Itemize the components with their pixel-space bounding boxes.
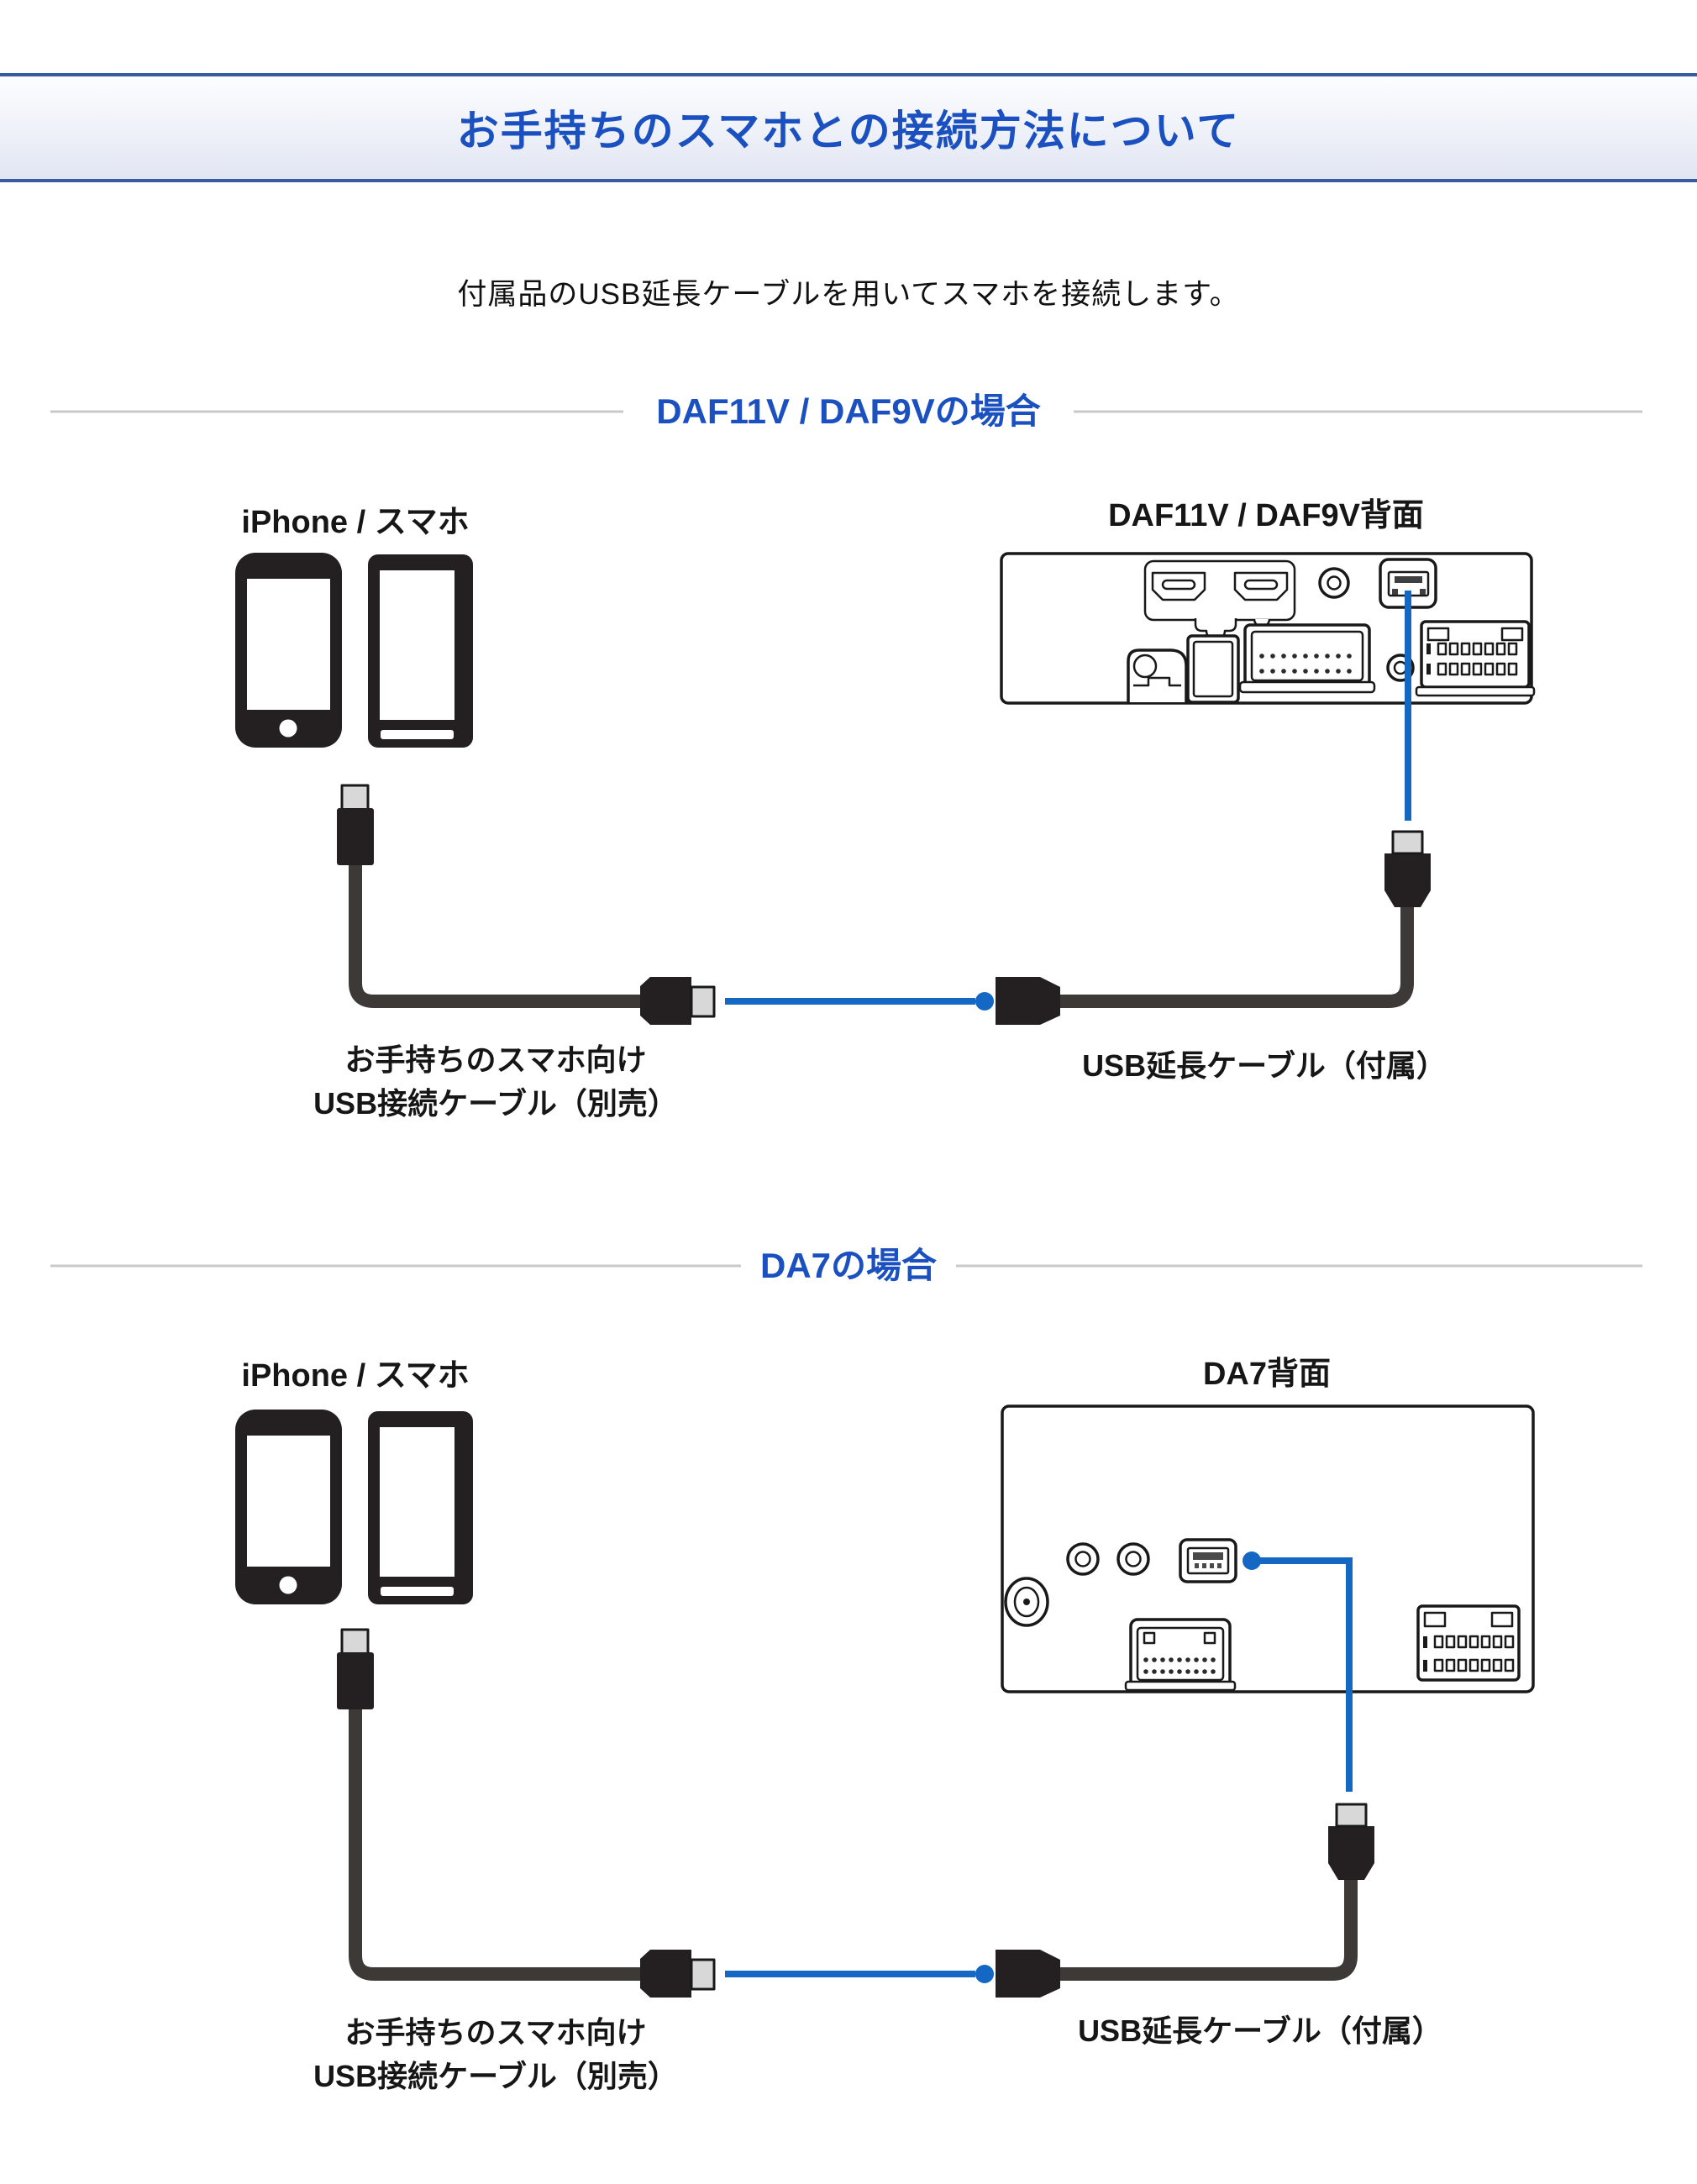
intro-text: 付属品のUSB延長ケーブルを用いてスマホを接続します。 [457,278,1240,311]
usb-c-connector [337,784,374,865]
connection-dot [975,992,994,1011]
rca-jack-pair [1066,1542,1150,1576]
phone-cable-caption-line1: お手持ちのスマホ向け [345,2015,647,2050]
phone-cable-caption-line1: お手持ちのスマホ向け [345,1042,647,1077]
section-da7: DA7の場合 iPhone / スマホ DA7背面 [50,1246,1642,2093]
usb-a-male-connector [640,977,716,1025]
connection-dot-panel [1243,1551,1261,1570]
hdmi-ports [1143,559,1296,642]
section-da7-heading-text: DA7の場合 [760,1246,937,1285]
connection-line-panel [1252,1557,1353,1792]
device-label-da7: iPhone / スマホ [241,1358,469,1394]
phones-daf [235,553,473,748]
extension-cable-caption: USB延長ケーブル（付属） [1082,1048,1447,1083]
phone-cable-caption-line2: USB接続ケーブル（別売） [313,2059,678,2093]
pin-dots [1143,1657,1216,1674]
section-daf: DAF11V / DAF9Vの場合 iPhone / スマホ DAF11V / … [50,391,1642,1121]
mount-bracket [1127,648,1188,702]
pin-connector-right-da7 [1416,1604,1521,1682]
section-da7-heading: DA7の場合 [50,1246,1642,1285]
usb-a-male-connector [640,1950,716,1998]
usb-extension-cable [996,830,1431,1025]
smartphone-usb-cable-da7 [337,1628,716,1998]
usb-a-female-connector [996,1950,1060,1998]
usb-c-connector [337,1628,374,1709]
usb-port-daf [1379,558,1437,609]
pin-connector-main-da7 [1124,1618,1237,1692]
card-slot [1186,634,1240,704]
usb-a-male-up-connector [1328,1803,1374,1880]
device-label-daf: iPhone / スマホ [241,505,469,540]
page-title: お手持ちのスマホとの接続方法について [456,108,1241,155]
page-header-band: お手持ちのスマホとの接続方法について [0,73,1697,182]
pin-dots [1259,654,1352,674]
usb-a-female-connector [996,977,1060,1025]
panel-label-da7: DA7背面 [1203,1357,1331,1392]
usb-port-da7 [1179,1538,1237,1583]
section-daf-heading: DAF11V / DAF9Vの場合 [50,391,1642,431]
section-daf-heading-text: DAF11V / DAF9Vの場合 [656,391,1040,431]
antenna-jack [1004,1577,1049,1627]
pin-connector-right [1415,620,1536,697]
smartphone-usb-cable [337,784,716,1025]
rca-jack [1318,567,1350,599]
phone-cable-caption-line2: USB接続ケーブル（別売） [313,1086,678,1121]
panel-label-daf: DAF11V / DAF9V背面 [1108,498,1424,533]
pin-connector-main [1238,623,1376,694]
usb-a-male-up-connector [1384,830,1431,907]
connection-dot [975,1965,994,1983]
da7-rear-panel [1001,1404,1535,1693]
usb-extension-cable-da7 [996,1803,1374,1998]
extension-cable-caption: USB延長ケーブル（付属） [1078,2013,1442,2048]
phones-da7 [235,1410,473,1604]
daf-rear-panel [1000,552,1536,705]
